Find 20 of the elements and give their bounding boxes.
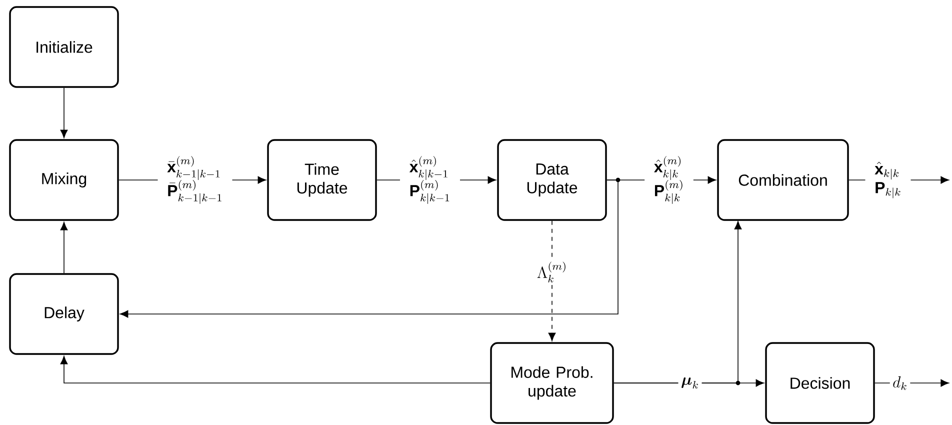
process-box: Initialize	[9, 6, 119, 88]
process-box: Delay	[9, 273, 119, 355]
arrow	[60, 222, 68, 274]
process-box: Time Update	[267, 139, 377, 221]
arrow	[60, 87, 68, 138]
edge-label: $\begin{array}{l}\bar{\mathbf{x}}^{(m)}_{k-1|k-1}\\ \bar{\mathbf{P}}^{(m)}_{k-1|k-1}\end{array}$	[158, 153, 232, 207]
arrow	[120, 180, 618, 318]
edge-label: $\boldsymbol{\mu}_k$	[678, 374, 702, 392]
process-box: Decision	[765, 342, 875, 424]
edge-label: $\begin{array}{l}\hat{\mathbf{x}}_{k|k}\\ \mathbf{P}_{k|k}\end{array}$	[865, 158, 911, 202]
arrow	[60, 356, 491, 384]
arrow	[613, 221, 742, 384]
process-box: Mode Prob. update	[490, 342, 614, 424]
process-box: Combination	[717, 139, 849, 221]
edge-label: $\Lambda^{(m)}_k$	[534, 259, 570, 285]
edge-label: $\begin{array}{l}\hat{\mathbf{x}}^{(m)}_{k|k-1}\\ \mathbf{P}^{(m)}_{k|k-1}\end{array}$	[400, 153, 460, 207]
edge-label: $d_k$	[890, 374, 910, 392]
process-box: Data Update	[497, 139, 607, 221]
edge-label: $\begin{array}{l}\hat{\mathbf{x}}^{(m)}_{k|k}\\ \mathbf{P}^{(m)}_{k|k}\end{array}$	[644, 153, 694, 207]
process-box: Mixing	[9, 139, 119, 221]
